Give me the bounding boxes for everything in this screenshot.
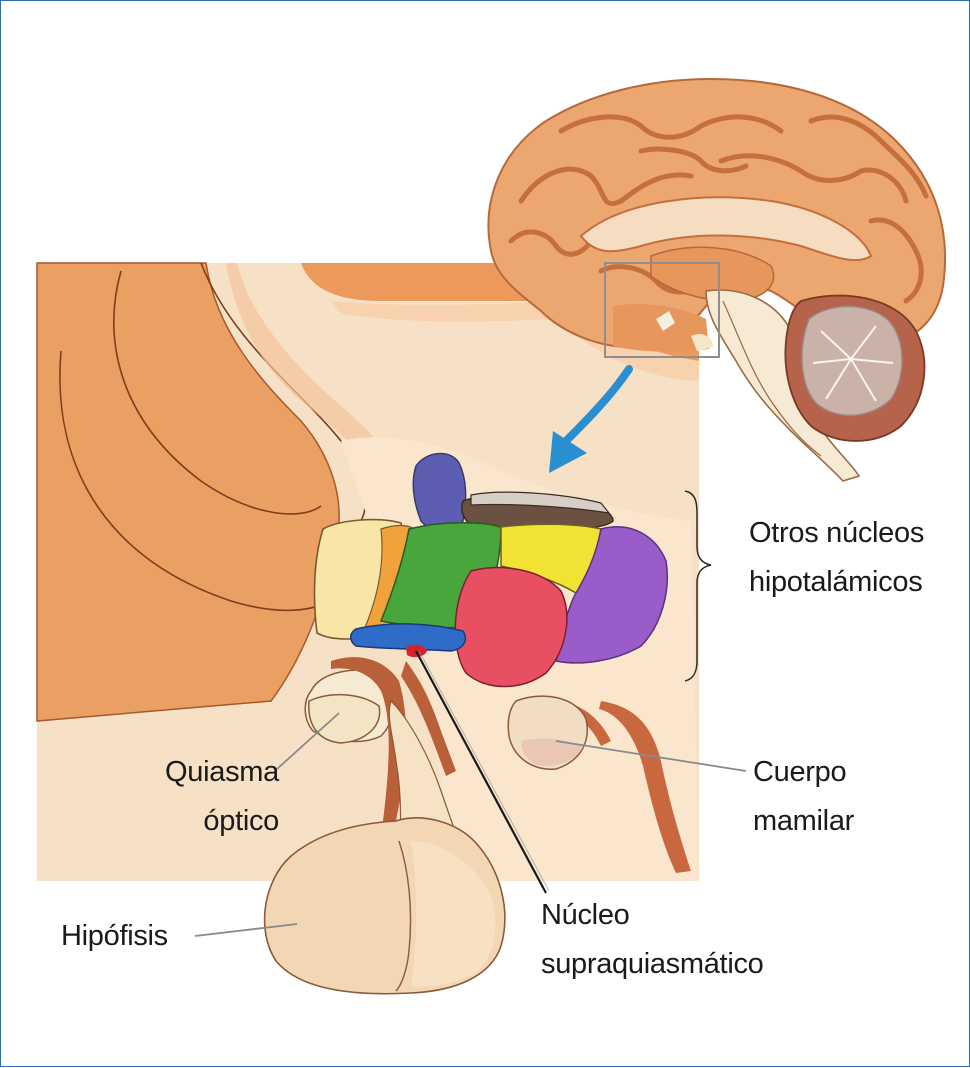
label-quiasma-line2: óptico — [203, 805, 279, 837]
label-cuerpo-line2: mamilar — [753, 805, 855, 837]
label-cuerpo-line1: Cuerpo — [753, 756, 847, 788]
label-nucleo-line2: supraquiasmático — [541, 948, 764, 980]
nucleus-violet — [555, 526, 668, 664]
brain-gyri — [508, 114, 929, 304]
nucleus-blue-purple — [412, 452, 467, 531]
nuclei-bracket — [684, 490, 712, 682]
brain-optic-small — [656, 311, 675, 331]
brain-pituitary-small — [691, 334, 713, 351]
zoom-box — [604, 262, 720, 358]
label-otros-line2: hipotalámicos — [749, 566, 923, 598]
leader-nucleo-shadow — [418, 650, 550, 892]
label-cuerpo-mamilar: Cuerpo mamilar — [753, 748, 854, 846]
cerebellum-folia — [812, 325, 894, 402]
vessel-middle — [401, 661, 456, 776]
optic-chiasm-lower — [308, 693, 381, 744]
nucleus-blue — [350, 623, 467, 652]
label-quiasma-line1: Quiasma — [165, 756, 279, 788]
label-hipofisis: Hipófisis — [61, 912, 168, 961]
vessel-right — [599, 701, 691, 873]
upper-band — [301, 263, 699, 361]
zoom-arrowhead-icon — [549, 431, 587, 473]
label-otros-nucleos: Otros núcleos hipotalámicos — [749, 509, 924, 607]
nucleus-grey-cap — [470, 491, 611, 514]
corpus-callosum — [579, 196, 873, 262]
brainstem-inner — [722, 300, 822, 457]
nucleus-red — [454, 566, 568, 688]
label-hipofisis-line1: Hipófisis — [61, 920, 168, 952]
leader-hipofisis — [194, 923, 298, 937]
pituitary-lobe-divide — [395, 840, 412, 992]
vessel-left — [331, 657, 407, 821]
pituitary-lobe-right — [411, 841, 496, 987]
cortex-region — [36, 262, 340, 722]
cortex-fold-1 — [113, 270, 322, 515]
cortex-fold-2 — [59, 350, 332, 612]
zoom-arrow-icon — [562, 365, 633, 445]
label-nucleo-line1: Núcleo — [541, 899, 630, 931]
label-nucleo-supraquiasmatico: Núcleo supraquiasmático — [541, 891, 764, 989]
label-quiasma: Quiasma óptico — [159, 748, 279, 846]
mammillary-shade — [521, 738, 583, 767]
leader-nucleo — [415, 650, 547, 894]
leader-quiasma — [276, 712, 340, 770]
brain-hypothalamus-small — [613, 304, 709, 352]
leader-cuerpo — [555, 740, 747, 772]
brain-thalamus — [650, 246, 775, 302]
label-otros-line1: Otros núcleos — [749, 517, 925, 549]
